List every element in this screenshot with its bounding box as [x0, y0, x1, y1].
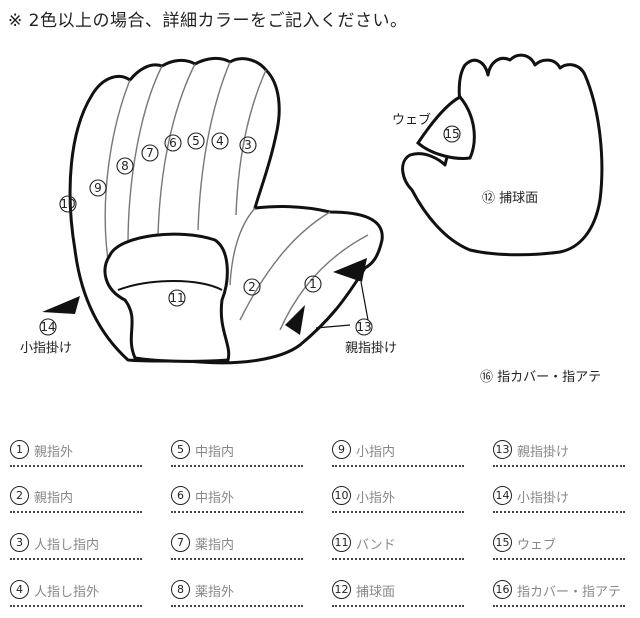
- svg-text:11: 11: [169, 291, 184, 305]
- legend-label: バンド: [356, 538, 396, 553]
- legend-number: 13: [493, 440, 512, 459]
- input-line[interactable]: [332, 465, 464, 467]
- legend-number: 7: [171, 533, 190, 552]
- legend-item: 11 バンド: [332, 533, 472, 563]
- legend-label: 中指外: [195, 491, 235, 506]
- legend-label: 親指内: [34, 491, 74, 506]
- legend-label: 人指し指外: [34, 585, 100, 600]
- legend-item: 2 親指内: [10, 486, 150, 516]
- input-line[interactable]: [493, 511, 625, 513]
- legend-item: 10 小指外: [332, 486, 472, 516]
- legend-item: 7 薬指内: [171, 533, 311, 563]
- legend-number: 15: [493, 533, 512, 552]
- glove-diagram: 10 9 8 7 6 5 4 3 11 2 1 14 13 小指掛け 親指掛け …: [20, 53, 604, 385]
- legend-number: 10: [332, 486, 351, 505]
- web-label: ウェブ: [392, 112, 431, 128]
- legend-label: 指カバー・指アテ: [517, 585, 622, 600]
- legend-number: 5: [171, 440, 190, 459]
- finger-seams: [104, 61, 369, 331]
- svg-text:15: 15: [444, 127, 459, 141]
- input-line[interactable]: [10, 511, 142, 513]
- input-line[interactable]: [171, 511, 303, 513]
- legend-item: 14 小指掛け: [493, 486, 633, 516]
- thumb-hook-label: 親指掛け: [345, 341, 397, 356]
- svg-text:4: 4: [216, 134, 224, 148]
- thumb-hook-upper-shape: [333, 258, 367, 282]
- input-line[interactable]: [10, 465, 142, 467]
- instruction-note: ※ 2色以上の場合、詳細カラーをご記入ください。: [8, 11, 408, 31]
- legend-number: 4: [10, 580, 29, 599]
- legend-item: 13 親指掛け: [493, 440, 633, 470]
- legend-label: 中指内: [195, 445, 235, 460]
- glove-palm: [401, 53, 604, 257]
- legend-label: 親指外: [34, 445, 74, 460]
- legend-number: 6: [171, 486, 190, 505]
- legend-number: 16: [493, 580, 512, 599]
- web-panel: [416, 95, 476, 160]
- legend-label: ウェブ: [517, 538, 557, 553]
- legend-label: 薬指外: [195, 585, 235, 600]
- legend-number: 9: [332, 440, 351, 459]
- svg-text:7: 7: [146, 146, 154, 160]
- input-line[interactable]: [171, 558, 303, 560]
- legend-number: 8: [171, 580, 190, 599]
- legend-item: 5 中指内: [171, 440, 311, 470]
- catching-face-label: ⑫ 捕球面: [482, 190, 538, 206]
- svg-text:13: 13: [356, 320, 371, 334]
- input-line[interactable]: [171, 465, 303, 467]
- legend-item: 15 ウェブ: [493, 533, 633, 563]
- input-line[interactable]: [332, 558, 464, 560]
- legend-item: 3 人指し指内: [10, 533, 150, 563]
- svg-text:1: 1: [309, 277, 317, 291]
- legend-label: 小指外: [356, 491, 396, 506]
- input-line[interactable]: [171, 605, 303, 607]
- legend-item: 12 捕球面: [332, 580, 472, 610]
- little-finger-hook-shape: [42, 296, 80, 314]
- input-line[interactable]: [332, 605, 464, 607]
- legend-number: 2: [10, 486, 29, 505]
- glove-band: [103, 232, 231, 363]
- legend-item: 6 中指外: [171, 486, 311, 516]
- legend-item: 16 指カバー・指アテ: [493, 580, 633, 610]
- svg-text:9: 9: [94, 181, 102, 195]
- legend-item: 4 人指し指外: [10, 580, 150, 610]
- legend-item: 8 薬指外: [171, 580, 311, 610]
- input-line[interactable]: [493, 465, 625, 467]
- legend-label: 親指掛け: [517, 445, 570, 460]
- finger-cover-label: ⑯ 指カバー・指アテ: [480, 370, 601, 385]
- legend-label: 小指掛け: [517, 491, 570, 506]
- back-part-numbers: 10 9 8 7 6 5 4 3 11 2 1 14 13: [39, 132, 373, 336]
- svg-text:8: 8: [121, 159, 129, 173]
- svg-text:10: 10: [60, 197, 75, 211]
- legend-number: 11: [332, 533, 351, 552]
- legend-label: 小指内: [356, 445, 396, 460]
- legend-number: 1: [10, 440, 29, 459]
- input-line[interactable]: [10, 558, 142, 560]
- svg-text:3: 3: [244, 138, 252, 152]
- legend-item: 1 親指外: [10, 440, 150, 470]
- input-line[interactable]: [332, 511, 464, 513]
- svg-text:14: 14: [40, 320, 55, 334]
- thumb-hook-lower-shape: [285, 305, 305, 335]
- legend-label: 薬指内: [195, 538, 235, 553]
- legend-number: 3: [10, 533, 29, 552]
- legend-item: 9 小指内: [332, 440, 472, 470]
- svg-text:6: 6: [169, 136, 177, 150]
- input-line[interactable]: [10, 605, 142, 607]
- legend-number: 14: [493, 486, 512, 505]
- input-line[interactable]: [493, 558, 625, 560]
- svg-text:5: 5: [192, 134, 200, 148]
- legend-number: 12: [332, 580, 351, 599]
- input-line[interactable]: [493, 605, 625, 607]
- glove-back: [68, 56, 384, 365]
- svg-text:2: 2: [248, 280, 256, 294]
- legend-label: 捕球面: [356, 585, 396, 600]
- legend-label: 人指し指内: [34, 538, 100, 553]
- little-finger-hook-label: 小指掛け: [20, 341, 72, 356]
